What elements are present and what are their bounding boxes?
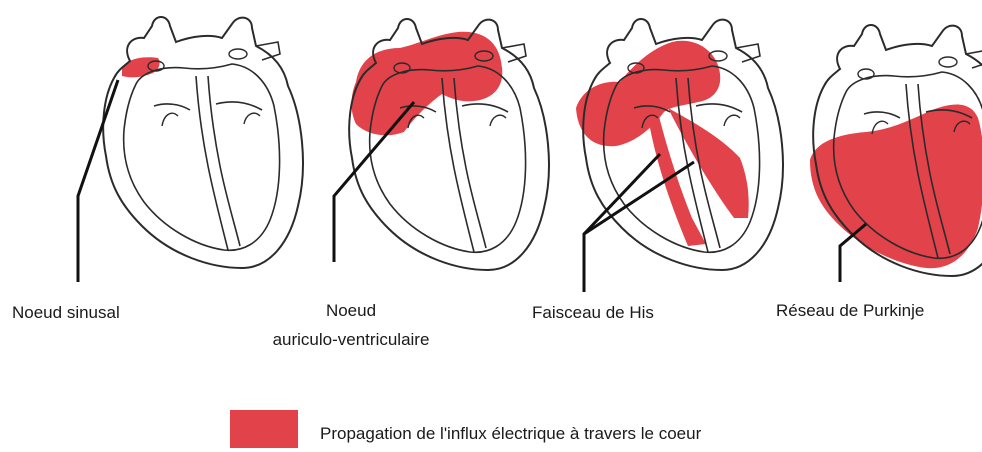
hearts-svg [0, 0, 982, 400]
label-noeud-av-line1: Noeud [246, 301, 456, 322]
label-noeud-sinusal: Noeud sinusal [12, 303, 120, 323]
excitation-bundle-his [650, 104, 749, 246]
heart-sinus [103, 17, 303, 268]
label-noeud-av: Noeud auriculo-ventriculaire [246, 301, 456, 350]
label-faisceau-de-his: Faisceau de His [532, 303, 654, 323]
heart-his [576, 19, 783, 270]
excitation-sinus [122, 57, 160, 77]
heart-purkinje [810, 25, 982, 276]
label-reseau-de-purkinje: Réseau de Purkinje [776, 301, 924, 321]
legend-swatch [230, 410, 298, 448]
label-noeud-av-line2: auriculo-ventriculaire [246, 330, 456, 350]
legend-text: Propagation de l'influx électrique à tra… [320, 424, 701, 444]
leader-his-1 [584, 154, 660, 234]
